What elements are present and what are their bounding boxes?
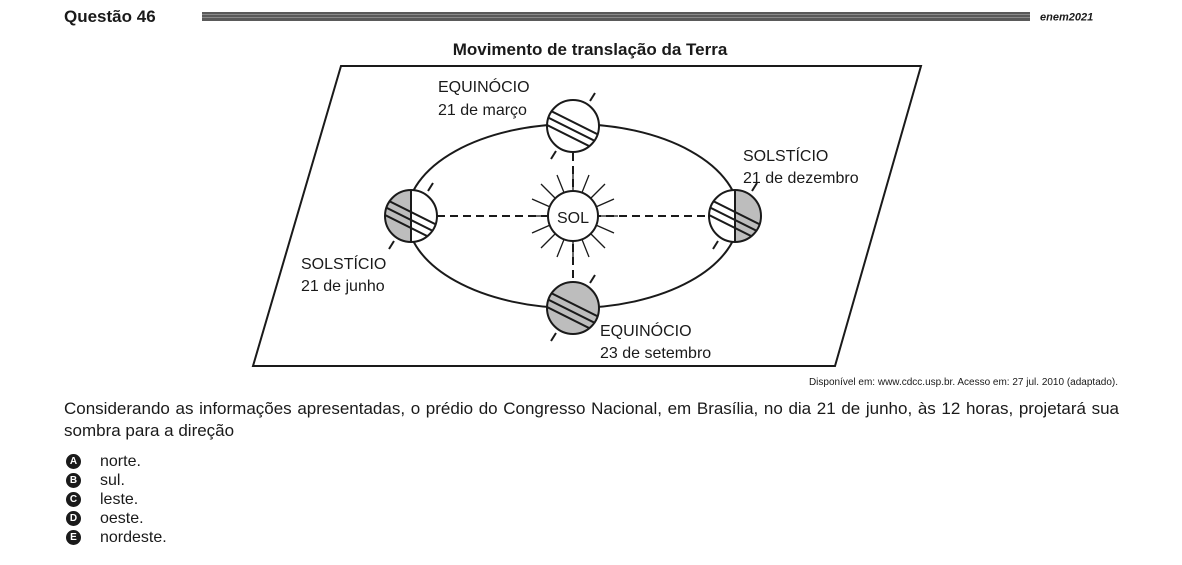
earth-march bbox=[546, 92, 600, 160]
option-b[interactable]: B sul. bbox=[66, 471, 167, 490]
option-b-text: sul. bbox=[100, 472, 125, 489]
option-b-badge: B bbox=[66, 473, 81, 488]
sun-label: SOL bbox=[557, 210, 589, 227]
earth-september bbox=[546, 274, 600, 342]
earth-december bbox=[708, 182, 762, 250]
question-stem: Considerando as informações apresentadas… bbox=[64, 399, 1119, 440]
option-a-badge: A bbox=[66, 454, 81, 469]
orbital-plane bbox=[251, 65, 923, 367]
figure-source: Disponível em: www.cdcc.usp.br. Acesso e… bbox=[808, 377, 1118, 388]
question-number: Questão 46 bbox=[64, 7, 156, 26]
figure-title: Movimento de translação da Terra bbox=[452, 40, 728, 59]
option-e-badge: E bbox=[66, 530, 81, 545]
label-march-title: EQUINÓCIO bbox=[438, 77, 530, 96]
option-d-badge: D bbox=[66, 511, 81, 526]
option-d[interactable]: D oeste. bbox=[66, 509, 167, 528]
sun-disc bbox=[547, 190, 599, 242]
header-bar: enem2021 bbox=[202, 12, 1116, 21]
label-june-title: SOLSTÍCIO bbox=[301, 254, 386, 273]
option-c-text: leste. bbox=[100, 491, 139, 508]
option-e[interactable]: E nordeste. bbox=[66, 528, 167, 547]
option-c[interactable]: C leste. bbox=[66, 490, 167, 509]
option-e-text: nordeste. bbox=[100, 529, 167, 546]
label-december-title: SOLSTÍCIO bbox=[743, 146, 828, 165]
label-december-date: 21 de dezembro bbox=[743, 170, 859, 187]
label-june-date: 21 de junho bbox=[301, 278, 385, 295]
earth-june bbox=[384, 182, 438, 250]
option-a[interactable]: A norte. bbox=[66, 452, 167, 471]
translation-diagram: SOL bbox=[240, 36, 940, 376]
answer-options: A norte. B sul. C leste. D oeste. E nord… bbox=[66, 452, 167, 547]
option-a-text: norte. bbox=[100, 453, 141, 470]
option-c-badge: C bbox=[66, 492, 81, 507]
label-march-date: 21 de março bbox=[438, 102, 527, 119]
label-september-title: EQUINÓCIO bbox=[600, 321, 692, 340]
enem-logo-text: enem2021 bbox=[1040, 12, 1093, 21]
option-d-text: oeste. bbox=[100, 510, 144, 527]
label-september-date: 23 de setembro bbox=[600, 345, 711, 362]
